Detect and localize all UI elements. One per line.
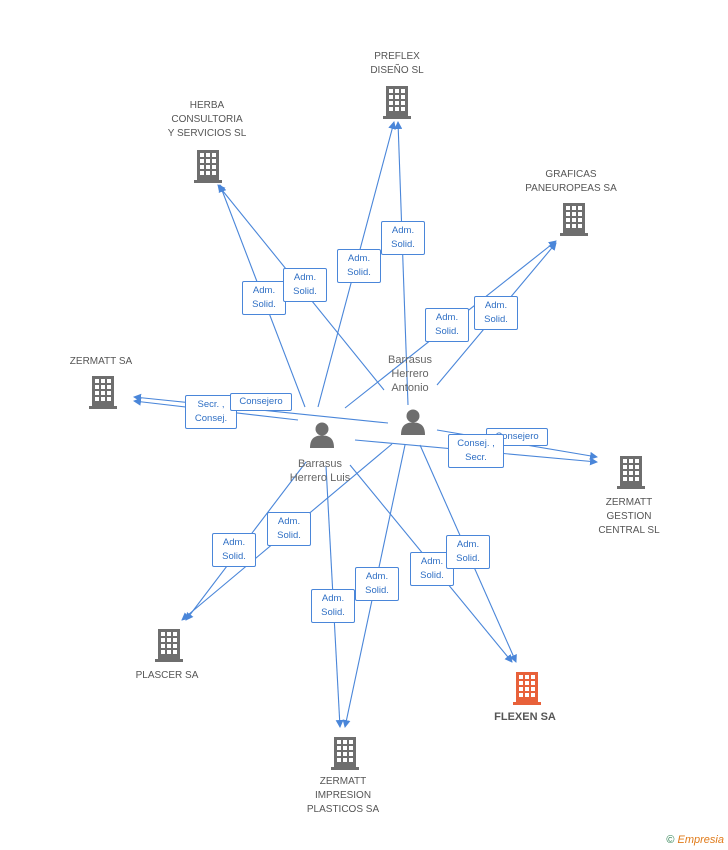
person-label-antonio[interactable]: Barrasus Herrero Antonio xyxy=(387,354,433,394)
company-building-icon-impresion[interactable] xyxy=(331,737,359,770)
company-building-icon-plascer[interactable] xyxy=(155,629,183,662)
role-box-luis-graficas: Adm. Solid. xyxy=(425,308,469,342)
role-box-luis-preflex: Adm. Solid. xyxy=(337,249,381,283)
company-building-icon-herba[interactable] xyxy=(194,150,222,183)
role-box-antonio-plascer: Adm. Solid. xyxy=(267,512,311,546)
company-building-icon-preflex[interactable] xyxy=(383,86,411,119)
footer-brand[interactable]: © Empresia xyxy=(666,834,724,846)
role-box-antonio-impresion: Adm. Solid. xyxy=(355,567,399,601)
brand-name: Empresia xyxy=(677,834,724,846)
company-label-zermatt[interactable]: ZERMATT SA xyxy=(69,356,133,367)
role-box-antonio-flexen: Adm. Solid. xyxy=(446,535,490,569)
role-box-luis-herba: Adm. Solid. xyxy=(242,281,286,315)
company-building-icon-zermatt[interactable] xyxy=(89,376,117,409)
role-box-antonio-preflex: Adm. Solid. xyxy=(381,221,425,255)
company-label-impresion[interactable]: ZERMATT IMPRESION PLASTICOS SA xyxy=(306,776,380,815)
company-label-plascer[interactable]: PLASCER SA xyxy=(135,670,199,681)
role-box-luis-plascer: Adm. Solid. xyxy=(212,533,256,567)
company-label-flexen[interactable]: FLEXEN SA xyxy=(494,711,556,723)
role-box-luis-impresion: Adm. Solid. xyxy=(311,589,355,623)
edge-antonio-preflex xyxy=(394,121,409,406)
company-label-herba[interactable]: HERBA CONSULTORIA Y SERVICIOS SL xyxy=(167,100,247,139)
copyright-symbol: © xyxy=(666,834,675,846)
company-building-icon-gestion[interactable] xyxy=(617,456,645,489)
company-building-icon-graficas[interactable] xyxy=(560,203,588,236)
person-icon-luis[interactable] xyxy=(310,422,334,449)
role-box-luis-gestion: Consej. , Secr. xyxy=(448,434,504,468)
role-box-antonio-zermatt: Consejero xyxy=(230,393,292,411)
role-box-antonio-herba: Adm. Solid. xyxy=(283,268,327,302)
company-label-preflex[interactable]: PREFLEX DISEÑO SL xyxy=(370,51,424,76)
company-label-graficas[interactable]: GRAFICAS PANEUROPEAS SA xyxy=(525,169,617,194)
company-label-gestion[interactable]: ZERMATT GESTION CENTRAL SL xyxy=(598,497,660,536)
role-box-luis-zermatt: Secr. , Consej. xyxy=(185,395,237,429)
person-icon-antonio[interactable] xyxy=(401,409,425,436)
person-label-luis[interactable]: Barrasus Herrero Luis xyxy=(289,458,351,484)
company-building-icon-flexen[interactable] xyxy=(513,672,541,705)
role-box-antonio-graficas: Adm. Solid. xyxy=(474,296,518,330)
